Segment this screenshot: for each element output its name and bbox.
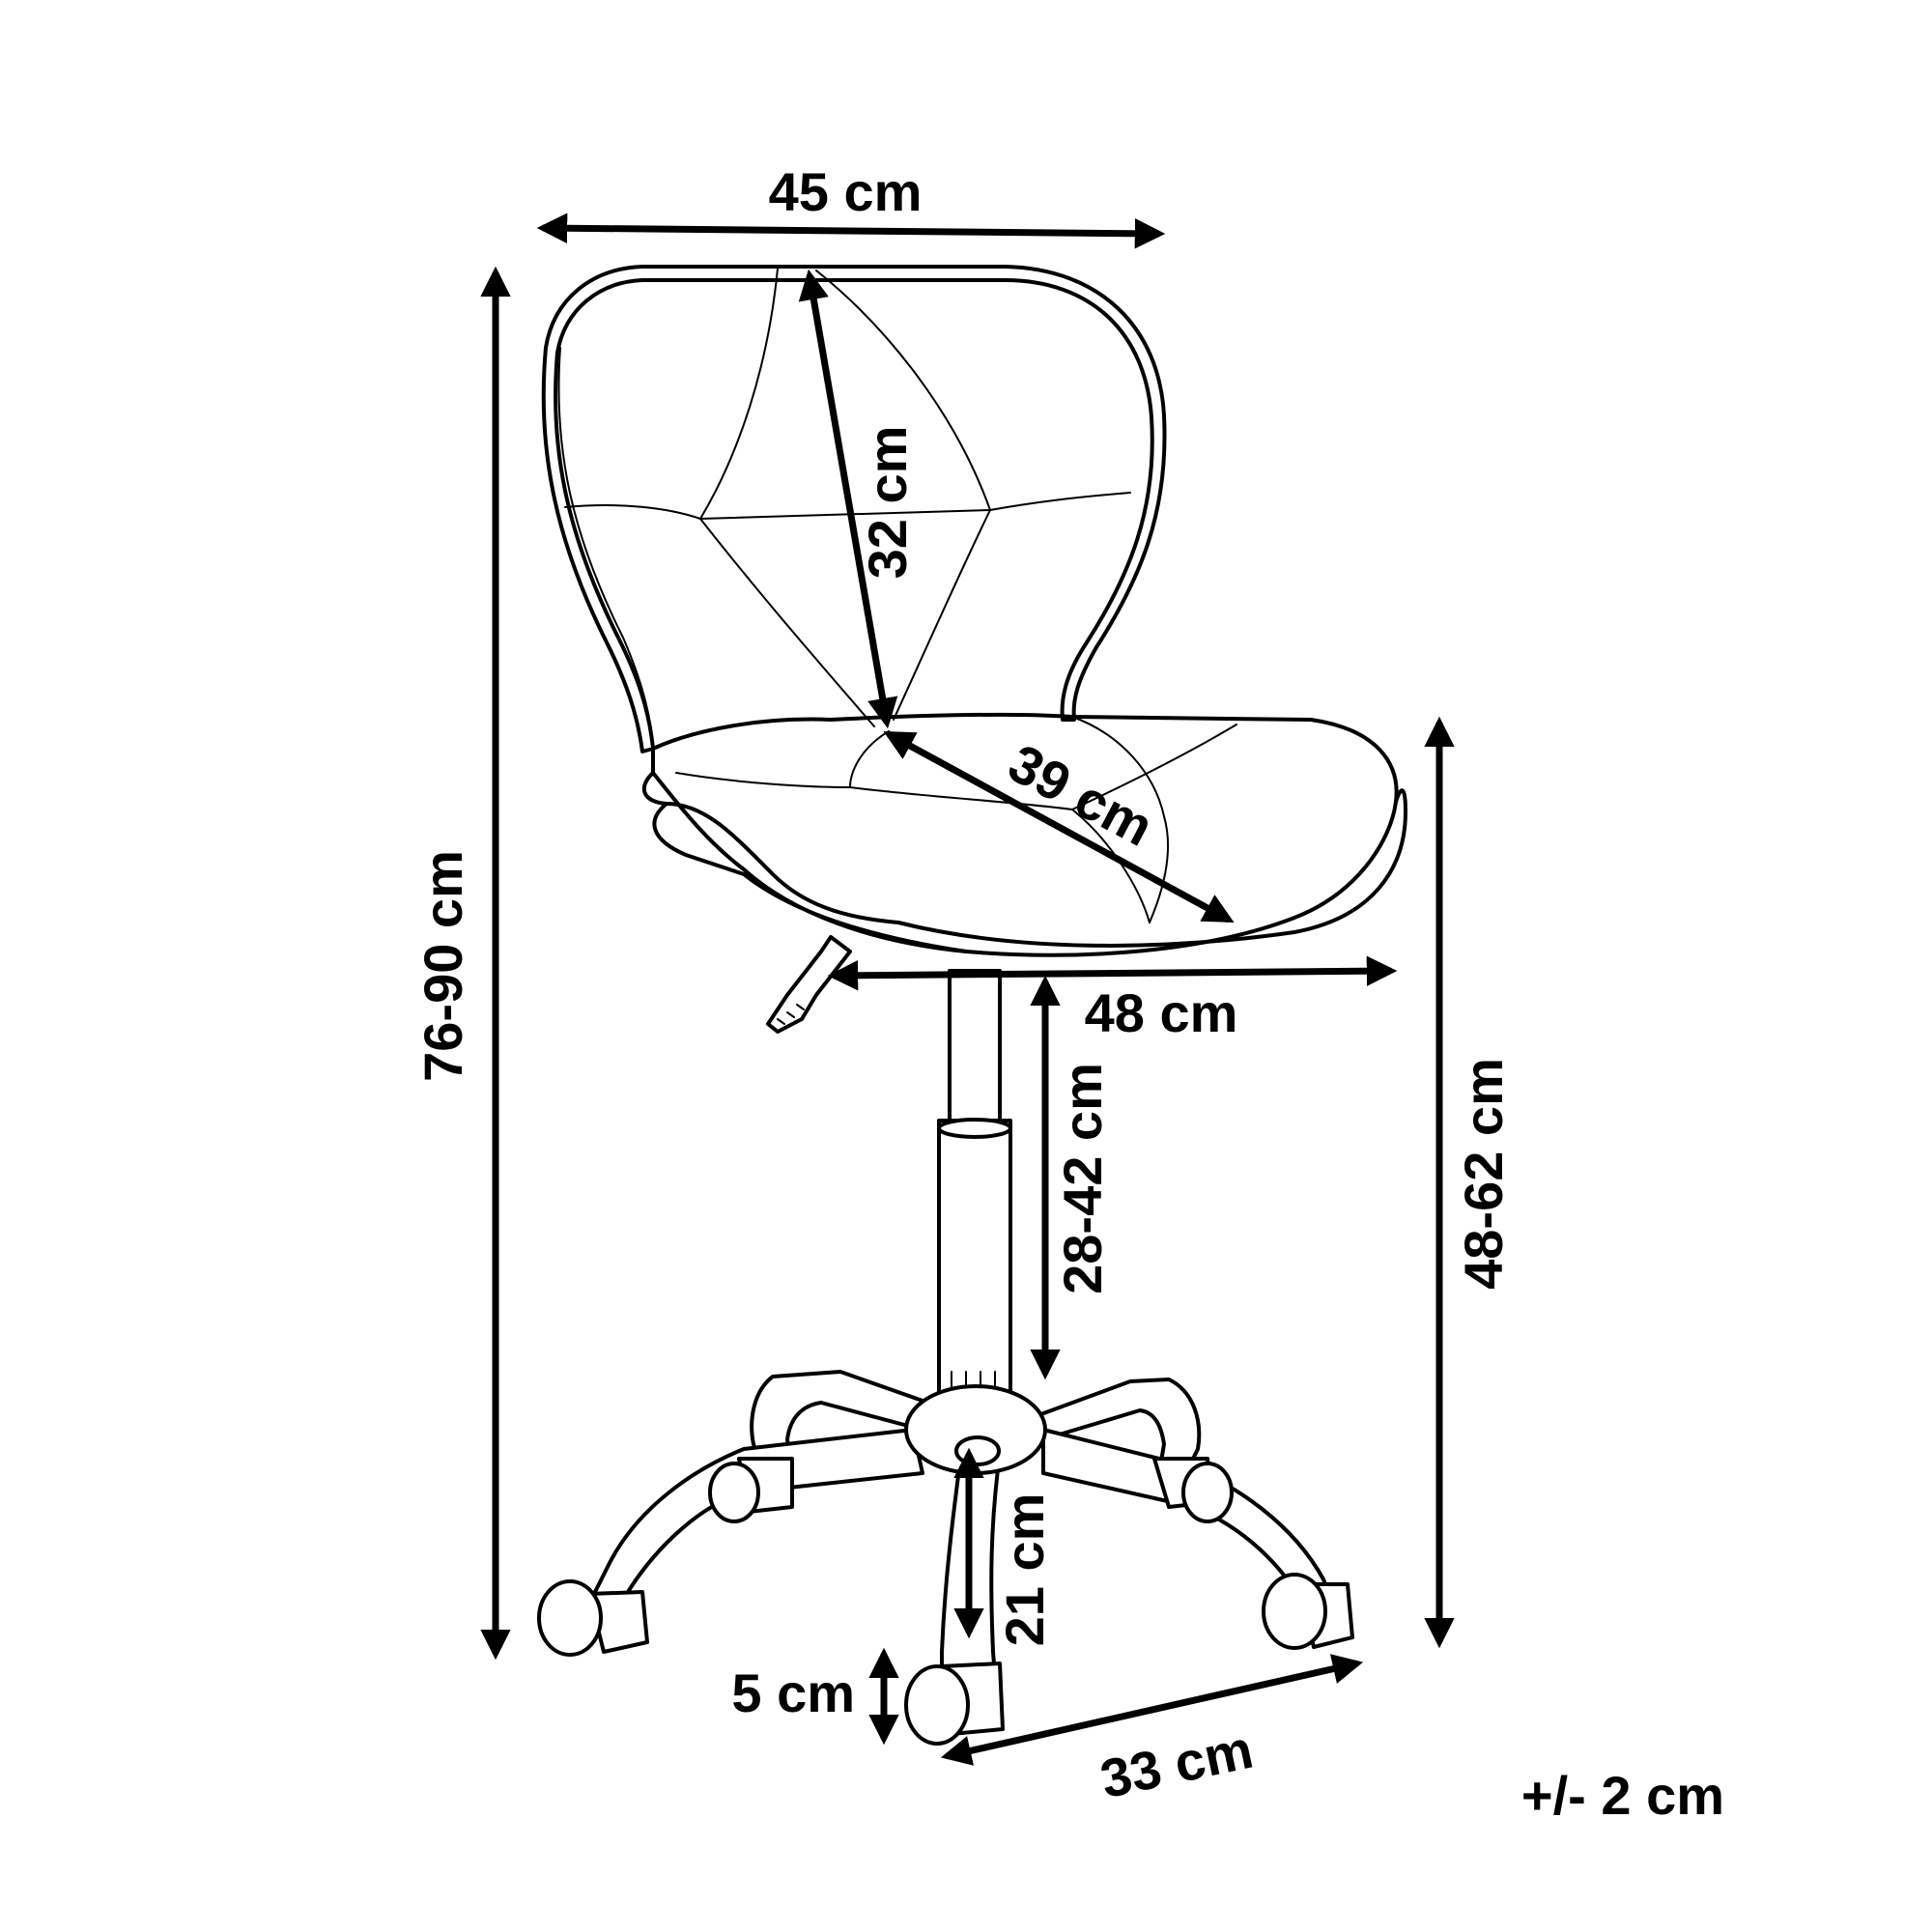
- gas-lift-upper: [948, 969, 1002, 1127]
- caster-back-left: [708, 1457, 794, 1523]
- label-tolerance: +/- 2 cm: [1521, 1765, 1724, 1826]
- lever-grip: [777, 1004, 805, 1025]
- base-leg-front-left: [587, 1428, 924, 1610]
- arrow-backrest: [798, 269, 898, 729]
- label-total-height: 76-90 cm: [412, 850, 473, 1082]
- dimension-labels: 45 cm 76-90 cm 32 cm 39 cm 48 cm 28-42 c…: [412, 161, 1724, 1826]
- arrow-width-top: [536, 213, 1166, 249]
- label-base-height: 21 cm: [994, 1493, 1055, 1647]
- arrow-seat-width: [827, 955, 1398, 991]
- dimension-arrows: [480, 213, 1455, 1766]
- seat-stitch-mid: [675, 772, 851, 788]
- arrow-seat-depth: [883, 730, 1235, 923]
- seat-underside: [652, 802, 968, 953]
- gas-lift-lower: [937, 1119, 1012, 1407]
- caster-back-right: [1152, 1457, 1234, 1523]
- caster-front: [904, 1662, 1005, 1746]
- caster-left: [537, 1579, 649, 1657]
- label-caster: 5 cm: [731, 1662, 855, 1723]
- arrow-leg-length: [940, 1654, 1364, 1766]
- caster-right: [1262, 1573, 1354, 1650]
- label-width-top: 45 cm: [769, 161, 923, 222]
- gas-lift-collar: [937, 1118, 1012, 1139]
- backrest-inner: [557, 347, 654, 745]
- label-gas-lift: 28-42 cm: [1052, 1063, 1113, 1294]
- label-backrest: 32 cm: [857, 426, 918, 580]
- base-hub-cap: [954, 1435, 1001, 1466]
- backrest-shell: [541, 265, 1167, 753]
- label-seat-width: 48 cm: [1085, 982, 1238, 1043]
- label-seat-height: 48-62 cm: [1453, 1058, 1514, 1290]
- height-lever: [766, 935, 852, 1034]
- label-leg-length: 33 cm: [1095, 1719, 1258, 1810]
- seat-side-band: [641, 771, 1407, 948]
